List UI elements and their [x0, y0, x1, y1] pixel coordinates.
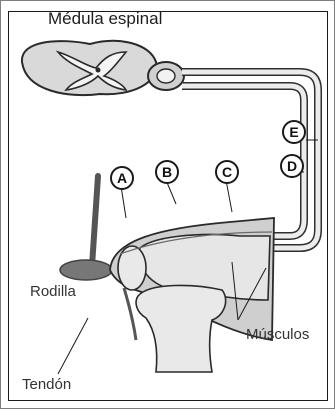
marker-b: B — [155, 160, 179, 184]
label-rodilla: Rodilla — [30, 283, 76, 300]
diagram-title: Médula espinal — [48, 9, 162, 29]
marker-c: C — [215, 160, 239, 184]
spinal-cord-cross-section — [22, 41, 184, 95]
marker-e: E — [282, 120, 306, 144]
central-canal — [96, 68, 101, 73]
label-tendon: Tendón — [22, 376, 71, 393]
patellar-tendon — [124, 288, 136, 340]
knee-joint — [110, 218, 274, 372]
reflex-hammer — [60, 176, 112, 280]
marker-a: A — [110, 166, 134, 190]
marker-d: D — [280, 154, 304, 178]
label-musculos: Músculos — [246, 326, 309, 343]
tibia — [136, 285, 226, 372]
